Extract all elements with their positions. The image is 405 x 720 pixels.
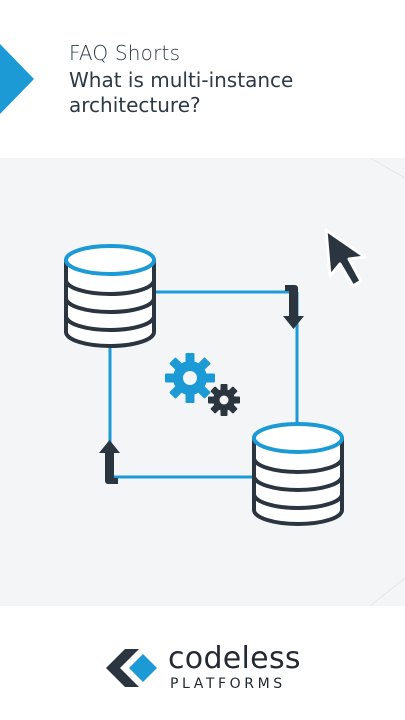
brand-subtitle: PLATFORMS [170,676,286,692]
background-lines [369,158,405,606]
architecture-diagram [64,228,367,526]
footer: codeless PLATFORMS [0,606,405,720]
cursor-icon [324,228,367,288]
arrow-down-icon [283,285,304,329]
arrow-up-icon [99,440,120,484]
play-arrow-icon [0,44,34,114]
gears-icon [165,353,240,416]
database-icon [252,422,344,526]
series-label: FAQ Shorts [69,41,181,65]
page-title: What is multi-instance architecture? [69,68,294,117]
header: FAQ Shorts What is multi-instance archit… [0,0,405,158]
codeless-logo-icon [106,649,157,687]
database-icon [64,244,156,348]
brand-name: codeless [168,641,301,676]
